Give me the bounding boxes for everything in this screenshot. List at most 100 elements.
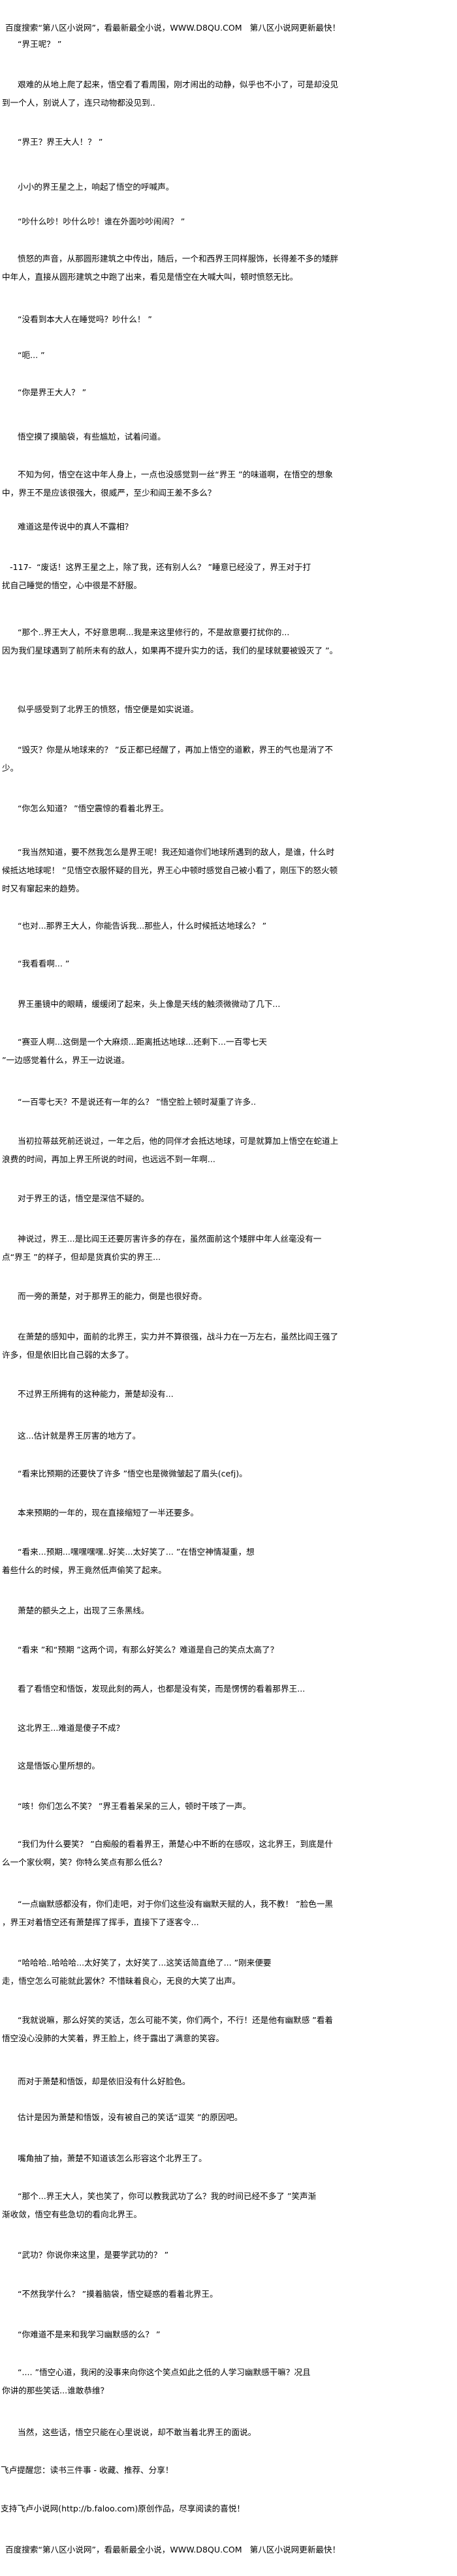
text-line: 么一个家伙啊，笑？你特么笑点有那么低么？: [2, 1857, 166, 1867]
text-line: “看来...预期...嘿嘿嘿嘿..好笑...太好笑了... ”在悟空神情凝重，想: [18, 1547, 255, 1557]
paragraph: 而对于萧楚和悟饭，却是依旧没有什么好脸色。: [0, 2073, 339, 2091]
paragraph: “武功？你说你来这里，是要学武功的？ ”: [0, 2246, 339, 2264]
text-line: “我就说嘛，那么好笑的笑话，怎么可能不笑，你们两个，不行！还是他有幽默感 ”看着: [18, 2015, 334, 2025]
paragraph: 神说过，界王...是比阎王还要厉害许多的存在，虽然面前这个矮胖中年人丝毫没有一点…: [0, 1230, 339, 1266]
paragraph: 不过界王所拥有的这种能力，萧楚却没有...: [0, 1385, 339, 1403]
paragraph: “我就说嘛，那么好笑的笑话，怎么可能不笑，你们两个，不行！还是他有幽默感 ”看着…: [0, 2011, 339, 2048]
text-line: “我当然知道，要不然我怎么是界王呢！我还知道你们地球所遇到的敌人，是谁，什么时: [18, 847, 335, 857]
text-line: -117- “废话！这界王星之上，除了我，还有别人么？ ”睡意已经没了，界王对于…: [10, 562, 311, 572]
paragraph: “界王？界王大人！？ ”: [0, 133, 339, 151]
text-line: 飞卢提醒您：读书三件事 - 收藏、推荐、分享！: [1, 2465, 174, 2475]
text-line: “.... ”悟空心道，我闲的没事来向你这个笑点如此之低的人学习幽默感干嘛？况且: [18, 2367, 311, 2377]
header-promo: 百度搜索“第八区小说网”，看最新最全小说，WWW.D8QU.COM 第八区小说网…: [0, 19, 341, 37]
paragraph: 飞卢提醒您：读书三件事 - 收藏、推荐、分享！: [0, 2461, 339, 2479]
paragraph: “没看到本大人在睡觉吗？吵什么！ ”: [0, 310, 339, 329]
text-line: 走，悟空怎么可能就此罢休？不惜昧着良心，无良的大笑了出声。: [2, 1976, 241, 1986]
paragraph: 嘴角抽了抽，萧楚不知道该怎么形容这个北界王了。: [0, 2149, 339, 2168]
text-line: “吵什么吵！吵什么吵！谁在外面吵吵闹闹？ ”: [18, 217, 185, 226]
paragraph: “我看看啊... ”: [0, 955, 339, 973]
text-line: 许多，但是依旧比自己弱的太多了。: [2, 1350, 134, 1360]
paragraph: 对于界王的话，悟空是深信不疑的。: [0, 1190, 339, 1208]
paragraph: 而一旁的萧楚，对于那界王的能力，倒是也很好奇。: [0, 1287, 339, 1306]
paragraph: 这北界王...难道是傻子不成？: [0, 1719, 339, 1737]
text-line: 百度搜索“第八区小说网”，看最新最全小说，WWW.D8QU.COM 第八区小说网…: [5, 23, 341, 33]
paragraph: 艰难的从地上爬了起来，悟空看了看周围，刚才闹出的动静，似乎也不小了，可是却没见到…: [0, 76, 339, 112]
text-line: “我看看啊... ”: [18, 959, 70, 968]
paragraph: “你怎么知道？ ”悟空震惊的看着北界王。: [0, 800, 339, 818]
text-line: “界王呢？ ”: [18, 39, 62, 49]
paragraph: “.... ”悟空心道，我闲的没事来向你这个笑点如此之低的人学习幽默感干嘛？况且…: [0, 2363, 339, 2400]
paragraph: 这...估计就是界王厉害的地方了。: [0, 1427, 339, 1445]
paragraph: “呃... ”: [0, 346, 339, 365]
text-line: 而对于萧楚和悟饭，却是依旧没有什么好脸色。: [18, 2076, 191, 2086]
text-line: “也对...那界王大人，你能告诉我...那些人，什么时候抵达地球么？ ”: [18, 921, 267, 931]
paragraph: 当然，这些话，悟空只能在心里说说，却不敢当着北界王的面说。: [0, 2423, 339, 2442]
paragraph: 不知为何，悟空在这中年人身上，一点也没感觉到一丝“界王 ”的味道啊，在悟空的想象…: [0, 466, 339, 502]
text-line: 神说过，界王...是比阎王还要厉害许多的存在，虽然面前这个矮胖中年人丝毫没有一: [18, 1234, 322, 1244]
paragraph: “毁灭？你是从地球来的？ ”反正都已经醒了，再加上悟空的道歉，界王的气也是消了不…: [0, 741, 339, 777]
text-line: 小小的界王星之上，响起了悟空的呼喊声。: [18, 182, 174, 192]
paragraph: “看来 ”和“预期 ”这两个词，有那么好笑么？难道是自己的笑点太高了？: [0, 1641, 339, 1659]
paragraph: “看来比预期的还要快了许多 ”悟空也是微微皱起了眉头(cefj)。: [0, 1465, 339, 1483]
text-line: 不过界王所拥有的这种能力，萧楚却没有...: [18, 1389, 174, 1399]
text-line: “看来比预期的还要快了许多 ”悟空也是微微皱起了眉头(cefj)。: [18, 1469, 247, 1478]
text-line: 而一旁的萧楚，对于那界王的能力，倒是也很好奇。: [18, 1291, 207, 1301]
text-line: “不然我学什么？ ”摸着脑袋，悟空疑惑的看着北界王。: [18, 2289, 218, 2299]
text-line: 艰难的从地上爬了起来，悟空看了看周围，刚才闹出的动静，似乎也不小了，可是却没见: [18, 80, 339, 89]
text-line: 萧楚的额头之上，出现了三条黑线。: [18, 1606, 150, 1615]
text-line: 到一个人，别说人了，连只动物都没见到..: [2, 98, 155, 108]
text-line: 中年人，直接从圆形建筑之中跑了出来，看见是悟空在大喊大叫，顿时愤怒无比。: [2, 272, 298, 282]
text-line: 难道这是传说中的真人不露相？: [18, 522, 133, 532]
paragraph: “那个..界王大人，不好意思啊...我是来这里修行的，不是故意要打扰你的... 因…: [0, 623, 339, 660]
paragraph: “我们为什么要笑？ ”白痴般的看着界王，萧楚心中不断的在感叹，这北界王，到底是什…: [0, 1835, 339, 1872]
text-line: 悟空没心没肺的大笑着，界王脸上，终于露出了满意的笑容。: [2, 2033, 225, 2043]
text-line: 中，界王不是应该很强大，很威严，至少和阎王差不多么？: [2, 488, 216, 498]
text-line: “武功？你说你来这里，是要学武功的？ ”: [18, 2250, 169, 2260]
text-line: 悟空摸了摸脑袋，有些尴尬，试着问道。: [18, 432, 166, 442]
paragraph: “那个...界王大人，笑也笑了，你可以教我武功了么？我的时间已经不多了 ”笑声渐…: [0, 2187, 339, 2224]
paragraph: 估计是因为萧楚和悟饭，没有被自己的笑话“逗笑 ”的原因吧。: [0, 2108, 339, 2127]
text-line: 少。: [2, 763, 19, 773]
text-line: 这北界王...难道是傻子不成？: [18, 1723, 125, 1733]
text-line: 在萧楚的感知中，面前的北界王，实力并不算很强，战斗力在一万左右，虽然比阎王强了: [18, 1332, 339, 1341]
text-line: ，界王对着悟空还有萧楚挥了挥手，直接下了逐客令...: [2, 1917, 199, 1927]
paragraph: 在萧楚的感知中，面前的北界王，实力并不算很强，战斗力在一万左右，虽然比阎王强了许…: [0, 1328, 339, 1364]
text-line: 浪费的时间，再加上界王所说的时间，也远远不到一年啊...: [2, 1154, 215, 1164]
paragraph: “一点幽默感都没有，你们走吧，对于你们这些没有幽默天赋的人，我不教！ ”脸色一黑…: [0, 1895, 339, 1932]
text-line: “那个..界王大人，不好意思啊...我是来这里修行的，不是故意要打扰你的...: [18, 627, 290, 637]
paragraph: “你难道不是来和我学习幽默感的么？ ”: [0, 2326, 339, 2344]
text-line: “我们为什么要笑？ ”白痴般的看着界王，萧楚心中不断的在感叹，这北界王，到底是什: [18, 1839, 334, 1849]
paragraph: “咳！你们怎么不笑？ ”界王看着呆呆的三人，顿时干咳了一声。: [0, 1797, 339, 1816]
text-line: 当初拉蒂兹死前还说过，一年之后，他的同伴才会抵达地球，可是就算加上悟空在蛇道上: [18, 1136, 339, 1146]
text-line: 当然，这些话，悟空只能在心里说说，却不敢当着北界王的面说。: [18, 2427, 257, 2437]
paragraph: “也对...那界王大人，你能告诉我...那些人，什么时候抵达地球么？ ”: [0, 917, 339, 935]
paragraph: “哈哈哈..哈哈哈...太好笑了，太好笑了...这笑话简直绝了... ”刚来便要…: [0, 1954, 339, 1990]
paragraph: 看了看悟空和悟饭，发现此刻的两人，也都是没有笑，而是愣愣的看着那界王...: [0, 1680, 339, 1698]
text-line: “咳！你们怎么不笑？ ”界王看着呆呆的三人，顿时干咳了一声。: [18, 1801, 251, 1811]
text-line: 着些什么的时候，界王竟然低声偷笑了起来。: [2, 1565, 166, 1575]
paragraph: 愤怒的声音，从那圆形建筑之中传出，随后，一个和西界王同样服饰，长得差不多的矮胖中…: [0, 250, 339, 286]
paragraph: “界王呢？ ”: [0, 35, 339, 53]
text-line: 不知为何，悟空在这中年人身上，一点也没感觉到一丝“界王 ”的味道啊，在悟空的想象: [18, 470, 334, 479]
paragraph: 界王墨镜中的眼睛，缓缓闭了起来，头上像是天线的触须微微动了几下...: [0, 995, 339, 1013]
text-line: ”一边感觉着什么，界王一边说道。: [2, 1055, 130, 1065]
text-line: 看了看悟空和悟饭，发现此刻的两人，也都是没有笑，而是愣愣的看着那界王...: [18, 1684, 306, 1694]
text-line: “一百零七天？不是说还有一年的么？ ”悟空脸上顿时凝重了许多..: [18, 1097, 257, 1107]
paragraph: “你是界王大人？ ”: [0, 383, 339, 402]
paragraph: 支持飞卢小说网(http://b.faloo.com)原创作品，尽享阅读的喜悦！: [0, 2500, 339, 2518]
paragraph: “我当然知道，要不然我怎么是界王呢！我还知道你们地球所遇到的敌人，是谁，什么时候…: [0, 843, 339, 898]
paragraph: 本来预期的一年的，现在直接缩短了一半还要多。: [0, 1504, 339, 1522]
paragraph: 这是悟饭心里所想的。: [0, 1757, 339, 1775]
text-line: “一点幽默感都没有，你们走吧，对于你们这些没有幽默天赋的人，我不教！ ”脸色一黑: [18, 1899, 334, 1909]
paragraph: 萧楚的额头之上，出现了三条黑线。: [0, 1602, 339, 1620]
paragraph: “一百零七天？不是说还有一年的么？ ”悟空脸上顿时凝重了许多..: [0, 1093, 339, 1111]
text-line: 百度搜索“第八区小说网”，看最新最全小说，WWW.D8QU.COM 第八区小说网…: [5, 2545, 341, 2554]
text-line: 愤怒的声音，从那圆形建筑之中传出，随后，一个和西界王同样服饰，长得差不多的矮胖: [18, 254, 339, 263]
text-line: 点“界王 ”的样子，但却是货真价实的界王...: [2, 1252, 161, 1262]
text-line: “赛亚人啊...这倒是一个大麻烦...距离抵达地球...还剩下...一百零七天: [18, 1037, 268, 1047]
paragraph: -117- “废话！这界王星之上，除了我，还有别人么？ ”睡意已经没了，界王对于…: [0, 558, 339, 595]
text-line: 似乎感受到了北界王的愤怒，悟空便是如实说道。: [18, 704, 199, 714]
text-line: “你难道不是来和我学习幽默感的么？ ”: [18, 2329, 161, 2339]
text-line: 因为我们星球遇到了前所未有的敌人，如果再不提升实力的话，我们的星球就要被毁灭了 …: [2, 646, 338, 655]
